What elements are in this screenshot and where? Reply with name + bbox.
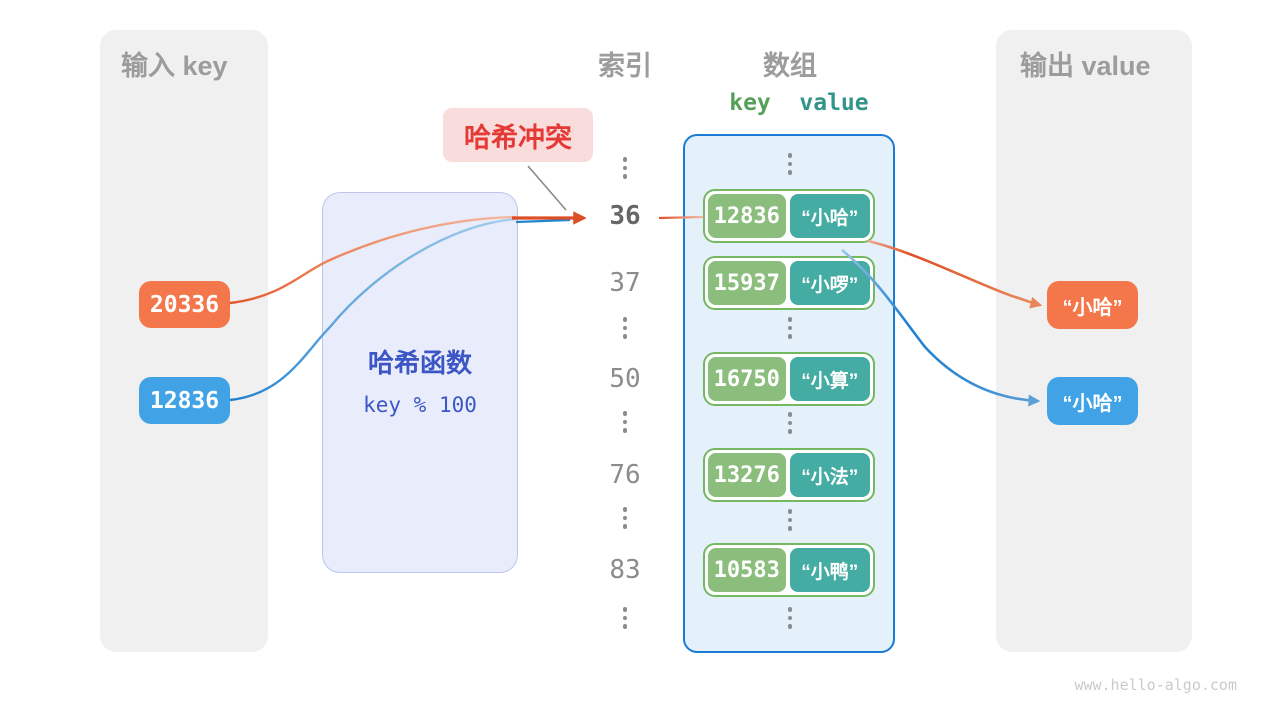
vertical-ellipsis-icon [784, 317, 796, 339]
pair-row: 10583 “小鸭” [703, 543, 875, 597]
watermark: www.hello-algo.com [1074, 676, 1237, 694]
vertical-ellipsis-icon [784, 607, 796, 629]
index-76: 76 [609, 460, 641, 490]
hash-function-title: 哈希函数 [367, 348, 472, 378]
index-column-title: 索引 [598, 51, 652, 81]
array-column-title: 数组 [763, 51, 817, 81]
collision-callout-line [527, 165, 567, 211]
pair-value: “小哈” [789, 194, 870, 238]
pair-value: “小算” [789, 357, 870, 401]
pair-value: “小鸭” [789, 548, 870, 592]
hash-function-formula: key % 100 [363, 393, 477, 417]
index-83: 83 [609, 555, 641, 585]
index-50: 50 [609, 364, 641, 394]
vertical-ellipsis-icon [784, 153, 796, 175]
pair-key: 13276 [708, 453, 786, 497]
pair-row: 13276 “小法” [703, 448, 875, 502]
vertical-ellipsis-icon [619, 607, 631, 629]
input-panel-title: 输入 key [121, 51, 228, 81]
vertical-ellipsis-icon [784, 509, 796, 531]
pair-value: “小啰” [789, 261, 870, 305]
output-value-blue: “小哈” [1047, 377, 1138, 425]
output-value-panel [996, 30, 1192, 652]
pair-row: 16750 “小算” [703, 352, 875, 406]
index-36: 36 [609, 201, 641, 231]
pair-key: 10583 [708, 548, 786, 592]
vertical-ellipsis-icon [619, 411, 631, 433]
pair-value: “小法” [789, 453, 870, 497]
blue-collision-segment [515, 218, 571, 224]
output-value-orange: “小哈” [1047, 281, 1138, 329]
index-37: 37 [609, 268, 641, 298]
vertical-ellipsis-icon [619, 157, 631, 179]
vertical-ellipsis-icon [619, 317, 631, 339]
vertical-ellipsis-icon [784, 412, 796, 434]
key-column-header: key [729, 90, 771, 116]
pair-row: 12836 “小哈” [703, 189, 875, 243]
pair-key: 12836 [708, 194, 786, 238]
input-key-panel [100, 30, 268, 652]
hash-function-box [322, 192, 518, 573]
vertical-ellipsis-icon [619, 507, 631, 529]
pair-key: 15937 [708, 261, 786, 305]
pair-key: 16750 [708, 357, 786, 401]
input-key-20336: 20336 [139, 281, 230, 328]
output-panel-title: 输出 value [1020, 51, 1151, 81]
hash-collision-label: 哈希冲突 [443, 108, 593, 162]
pair-row: 15937 “小啰” [703, 256, 875, 310]
input-key-12836: 12836 [139, 377, 230, 424]
value-column-header: value [799, 90, 869, 116]
